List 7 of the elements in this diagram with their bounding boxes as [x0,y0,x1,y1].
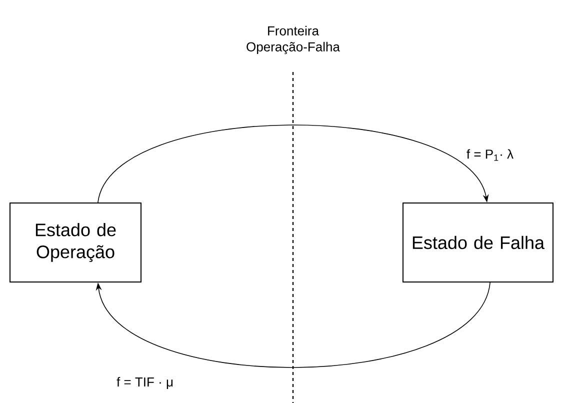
edge-label: f = TIF · μ [116,376,174,390]
edge-label: f = P$_{1}$· λ [465,148,515,162]
state-box: Estado de Operação [10,202,142,282]
state-box: Estado de Falha [402,202,554,282]
arrow [98,124,489,203]
boundary-label: Fronteira Operação-Falha [246,26,340,54]
arrow [96,282,490,368]
